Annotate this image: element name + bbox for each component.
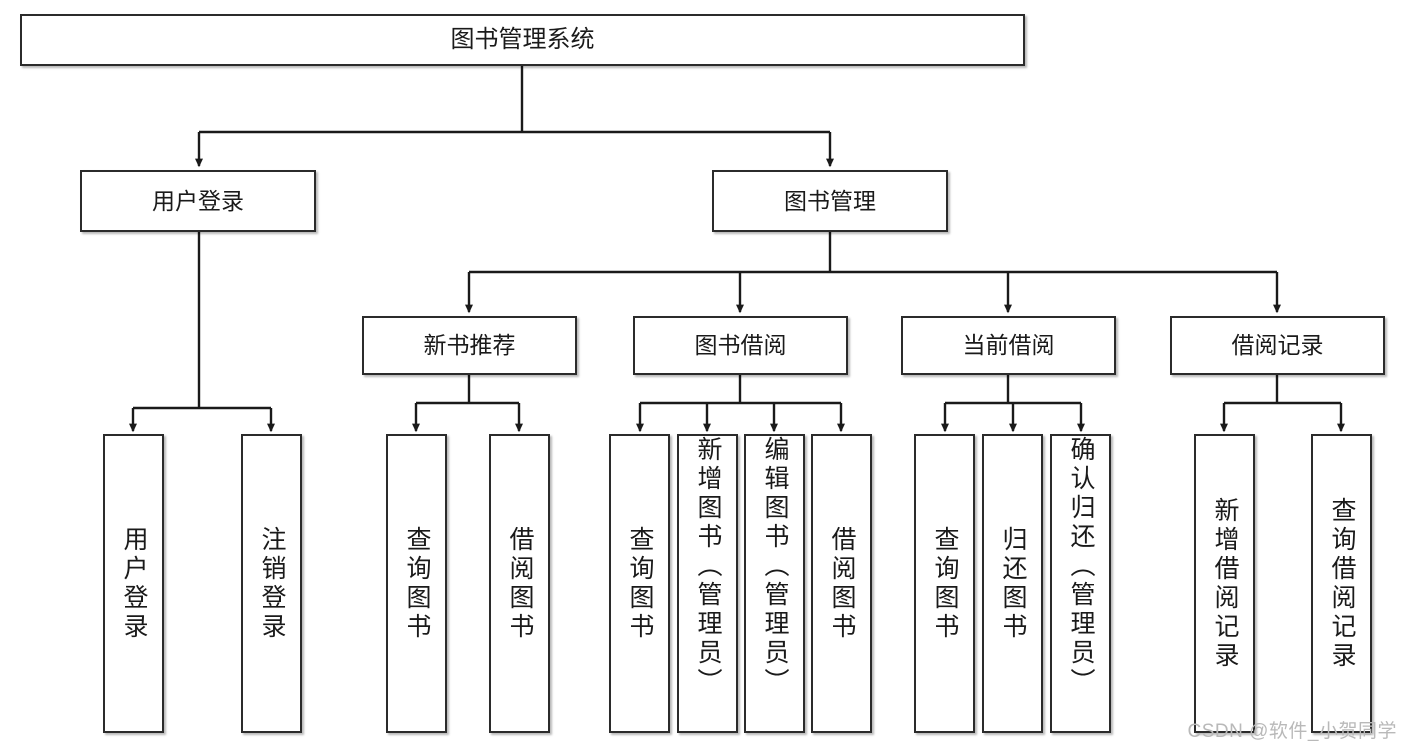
node-label: 确认归还（管理员）: [1067, 436, 1095, 697]
node-root-book-management-system[interactable]: 图书管理系统: [20, 14, 1025, 66]
node-book-management[interactable]: 图书管理: [712, 170, 948, 232]
node-label: 新书推荐: [423, 332, 516, 359]
node-leaf-query-book-recommend[interactable]: 查询图书: [386, 434, 447, 733]
node-current-borrow[interactable]: 当前借阅: [901, 316, 1116, 375]
node-leaf-user-login[interactable]: 用户登录: [103, 434, 164, 733]
node-book-borrow[interactable]: 图书借阅: [633, 316, 848, 375]
node-leaf-query-book-current[interactable]: 查询图书: [914, 434, 975, 733]
node-leaf-add-book[interactable]: 新增图书（管理员）: [677, 434, 738, 733]
node-label: 用户登录: [152, 187, 244, 214]
node-label: 编辑图书（管理员）: [761, 436, 789, 697]
node-label: 借阅记录: [1231, 332, 1324, 359]
node-label: 新增借阅记录: [1211, 496, 1239, 671]
node-label: 用户登录: [120, 525, 148, 642]
node-leaf-borrow-book-recommend[interactable]: 借阅图书: [489, 434, 550, 733]
node-label: 注销登录: [258, 525, 286, 642]
node-label: 查询借阅记录: [1328, 496, 1356, 671]
node-user-login[interactable]: 用户登录: [80, 170, 316, 232]
node-label: 借阅图书: [828, 525, 856, 642]
node-leaf-logout-login[interactable]: 注销登录: [241, 434, 302, 733]
node-label: 新增图书（管理员）: [694, 436, 722, 697]
node-label: 当前借阅: [962, 332, 1055, 359]
node-leaf-query-book-borrow[interactable]: 查询图书: [609, 434, 670, 733]
node-label: 归还图书: [999, 525, 1027, 642]
node-borrow-record[interactable]: 借阅记录: [1170, 316, 1385, 375]
node-label: 查询图书: [931, 525, 959, 642]
node-label: 借阅图书: [506, 525, 534, 642]
node-new-book-recommend[interactable]: 新书推荐: [362, 316, 577, 375]
node-label: 查询图书: [403, 525, 431, 642]
node-leaf-borrow-book[interactable]: 借阅图书: [811, 434, 872, 733]
node-label: 图书管理: [784, 187, 876, 214]
node-leaf-return-book[interactable]: 归还图书: [982, 434, 1043, 733]
node-label: 查询图书: [626, 525, 654, 642]
node-label: 图书借阅: [694, 332, 787, 359]
node-leaf-query-borrow-record[interactable]: 查询借阅记录: [1311, 434, 1372, 733]
node-leaf-confirm-return[interactable]: 确认归还（管理员）: [1050, 434, 1111, 733]
node-label: 图书管理系统: [450, 26, 595, 54]
node-leaf-add-borrow-record[interactable]: 新增借阅记录: [1194, 434, 1255, 733]
node-leaf-edit-book[interactable]: 编辑图书（管理员）: [744, 434, 805, 733]
